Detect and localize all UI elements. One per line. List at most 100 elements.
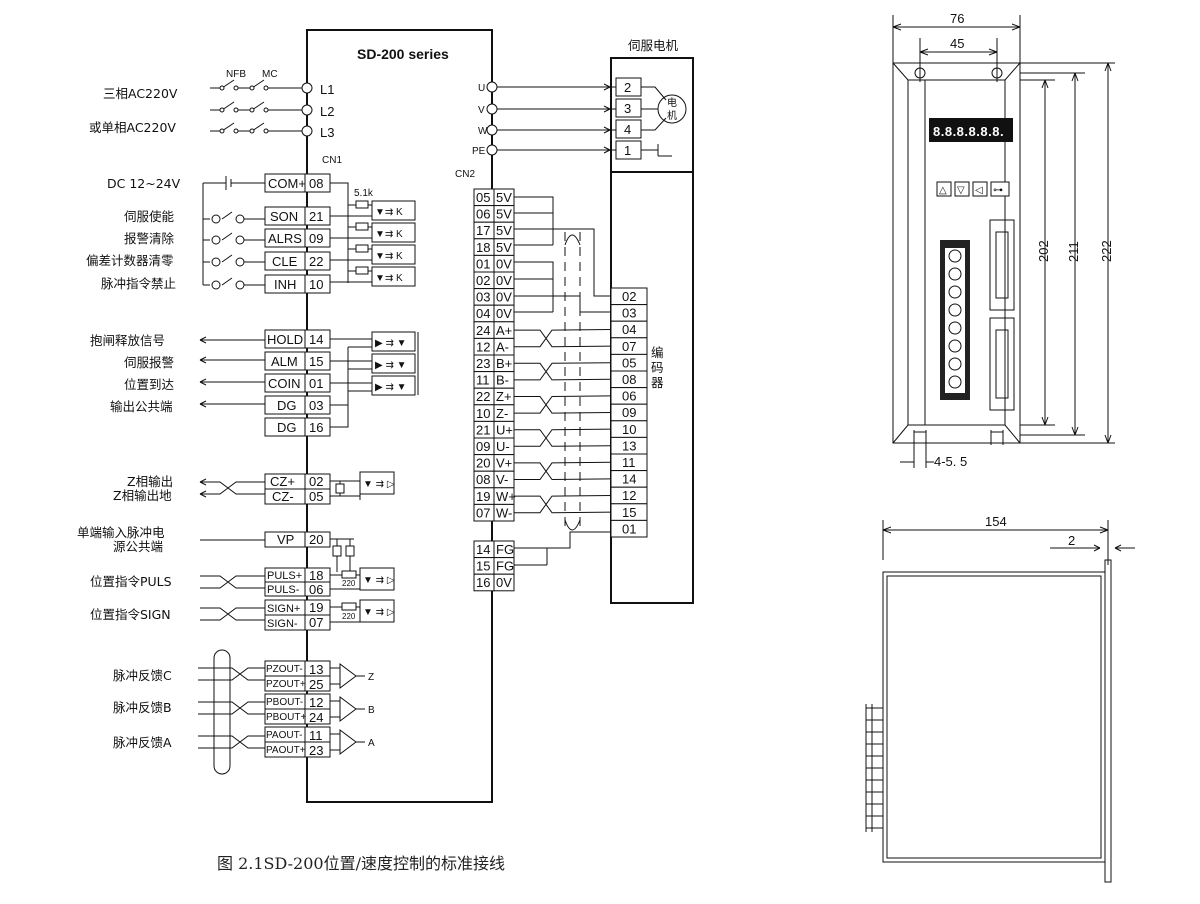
terminal-l3-label: L3: [320, 125, 334, 140]
encoder-pin-number: 14: [622, 472, 636, 487]
phase-pe-label: PE: [472, 146, 486, 157]
encoder-pin-number: 11: [622, 455, 636, 470]
drive-title: SD-200 series: [357, 46, 449, 62]
cn2-pin-signal: B+: [496, 356, 512, 371]
cn2-pin-number: 23: [476, 356, 490, 371]
motor-title: 伺服电机: [628, 38, 679, 53]
encoder-pin-number: 09: [622, 405, 636, 420]
cn2-pin-signal: B-: [496, 373, 509, 388]
cn1-label: CN1: [322, 155, 342, 166]
cn2-pin-signal: V+: [496, 456, 512, 471]
side-view: 154 2: [865, 514, 1135, 883]
encoder-pin-number: 03: [622, 306, 636, 321]
cn2-pin-signal: 0V: [496, 273, 512, 288]
twisted-pair: [514, 461, 612, 481]
svg-text:◁: ◁: [975, 185, 983, 196]
pin-cle-pin: 22: [309, 254, 323, 269]
pin-inh-num: [304, 274, 331, 294]
pin-pzoutm-signal: PZOUT-: [266, 664, 303, 675]
motor-symbol: [657, 94, 687, 124]
dim-222: 222: [1099, 240, 1114, 262]
input-label-inh: 脉冲指令禁止: [101, 276, 176, 291]
pin-dg1-signal: DG: [277, 398, 297, 413]
cn2-pin-number: 05: [476, 190, 490, 205]
cn2-pin-row: 23 B+: [473, 354, 515, 373]
cn2-pin-signal: A+: [496, 323, 512, 338]
terminal-l3: [301, 125, 313, 137]
cn2-pin-row: 06 5V: [473, 205, 515, 223]
pin-signp-signal: SIGN+: [267, 603, 300, 615]
cn2-label: CN2: [455, 169, 475, 180]
input-label-cle: 偏差计数器清零: [86, 253, 174, 268]
led-display-value: 8.8.8.8.8.8.: [933, 124, 1004, 139]
dim-154: 154: [985, 514, 1007, 529]
twisted-pair: [514, 495, 612, 514]
cn2-pin-number: 11: [476, 373, 490, 388]
phase-w-label: W: [478, 126, 488, 137]
pin-czm-signal: CZ-: [272, 489, 294, 504]
pulse-command-section: 位置指令PULS PULS+ 18 PULS- 06 220 ▼ ⇉ ▷ 位置指…: [90, 567, 395, 631]
cn2-pin-signal: V-: [496, 472, 508, 487]
cn2-pin-signal: 0V: [496, 306, 512, 321]
r220-label-1: 220: [342, 579, 356, 588]
cn2-pin-number: 07: [476, 505, 490, 520]
vp-section: 单端输入脉冲电 源公共端 VP 20: [77, 525, 355, 572]
motor-pin-2: 2: [624, 80, 631, 95]
cn2-pin-signal: 0V: [496, 290, 512, 305]
input-optocouplers: ▼⇉ K ▼⇉ K ▼⇉ K ▼⇉ K: [330, 200, 416, 287]
cn2-pin-signal: 5V: [496, 240, 512, 255]
pin-paoutp-signal: PAOUT+: [266, 745, 306, 756]
output-label-coin: 位置到达: [124, 377, 175, 392]
cn2-pin-signal: 5V: [496, 223, 512, 238]
power-label-1: 三相AC220V: [103, 86, 178, 101]
cn2-pin-signal: 5V: [496, 207, 512, 222]
dim-211: 211: [1066, 241, 1081, 262]
pin-hold-signal: HOLD: [267, 332, 303, 347]
cn2-pin-row: 03 0V: [473, 288, 515, 306]
pin-vp-signal: VP: [277, 532, 294, 547]
pin-inh-pin: 10: [309, 277, 323, 292]
pin-son-pin: 21: [309, 209, 323, 224]
pin-son-signal: SON: [270, 209, 298, 224]
pin-pulsm-pin: 06: [309, 582, 323, 597]
vp-label-2: 源公共端: [113, 539, 163, 554]
front-body: [892, 62, 1021, 444]
svg-text:▼⇉ K: ▼⇉ K: [375, 273, 403, 284]
feedback-label-c: 脉冲反馈C: [113, 668, 172, 683]
encoder-pin-number: 10: [622, 422, 636, 437]
cn2-pin-number: 06: [476, 207, 490, 222]
cn2-pin-signal: U+: [496, 422, 513, 437]
pin-vp-pin: 20: [309, 532, 323, 547]
pin-paoutm-pin: 11: [309, 728, 323, 743]
power-switches: [210, 79, 307, 134]
feedback-label-a: 脉冲反馈A: [113, 735, 172, 750]
cn2-pin-number: 09: [476, 439, 490, 454]
pin-paoutp-pin: 23: [309, 743, 323, 758]
twisted-pair: [514, 395, 612, 414]
encoder-pin-number: 12: [622, 488, 636, 503]
side-terminals: [865, 704, 883, 832]
cn2-pin-number: 03: [476, 290, 490, 305]
svg-text:▶ ⇉ ▼: ▶ ⇉ ▼: [375, 382, 407, 393]
pin-com-signal: COM+: [268, 176, 306, 191]
power-section: 三相AC220V 或单相AC220V NFB MC L1 L2 L3: [89, 69, 334, 140]
input-label-alrs: 报警清除: [124, 231, 175, 246]
twisted-pair: [514, 428, 612, 447]
cn2-pin-row: 11 B-: [473, 371, 515, 389]
encoder-label-3: 器: [651, 375, 664, 390]
keypad: △ ▽ ◁ ⊶: [936, 181, 1010, 197]
output-label-alm: 伺服报警: [124, 355, 174, 370]
vp-label-1: 单端输入脉冲电: [77, 525, 165, 540]
driver-z-label: Z: [368, 672, 374, 683]
